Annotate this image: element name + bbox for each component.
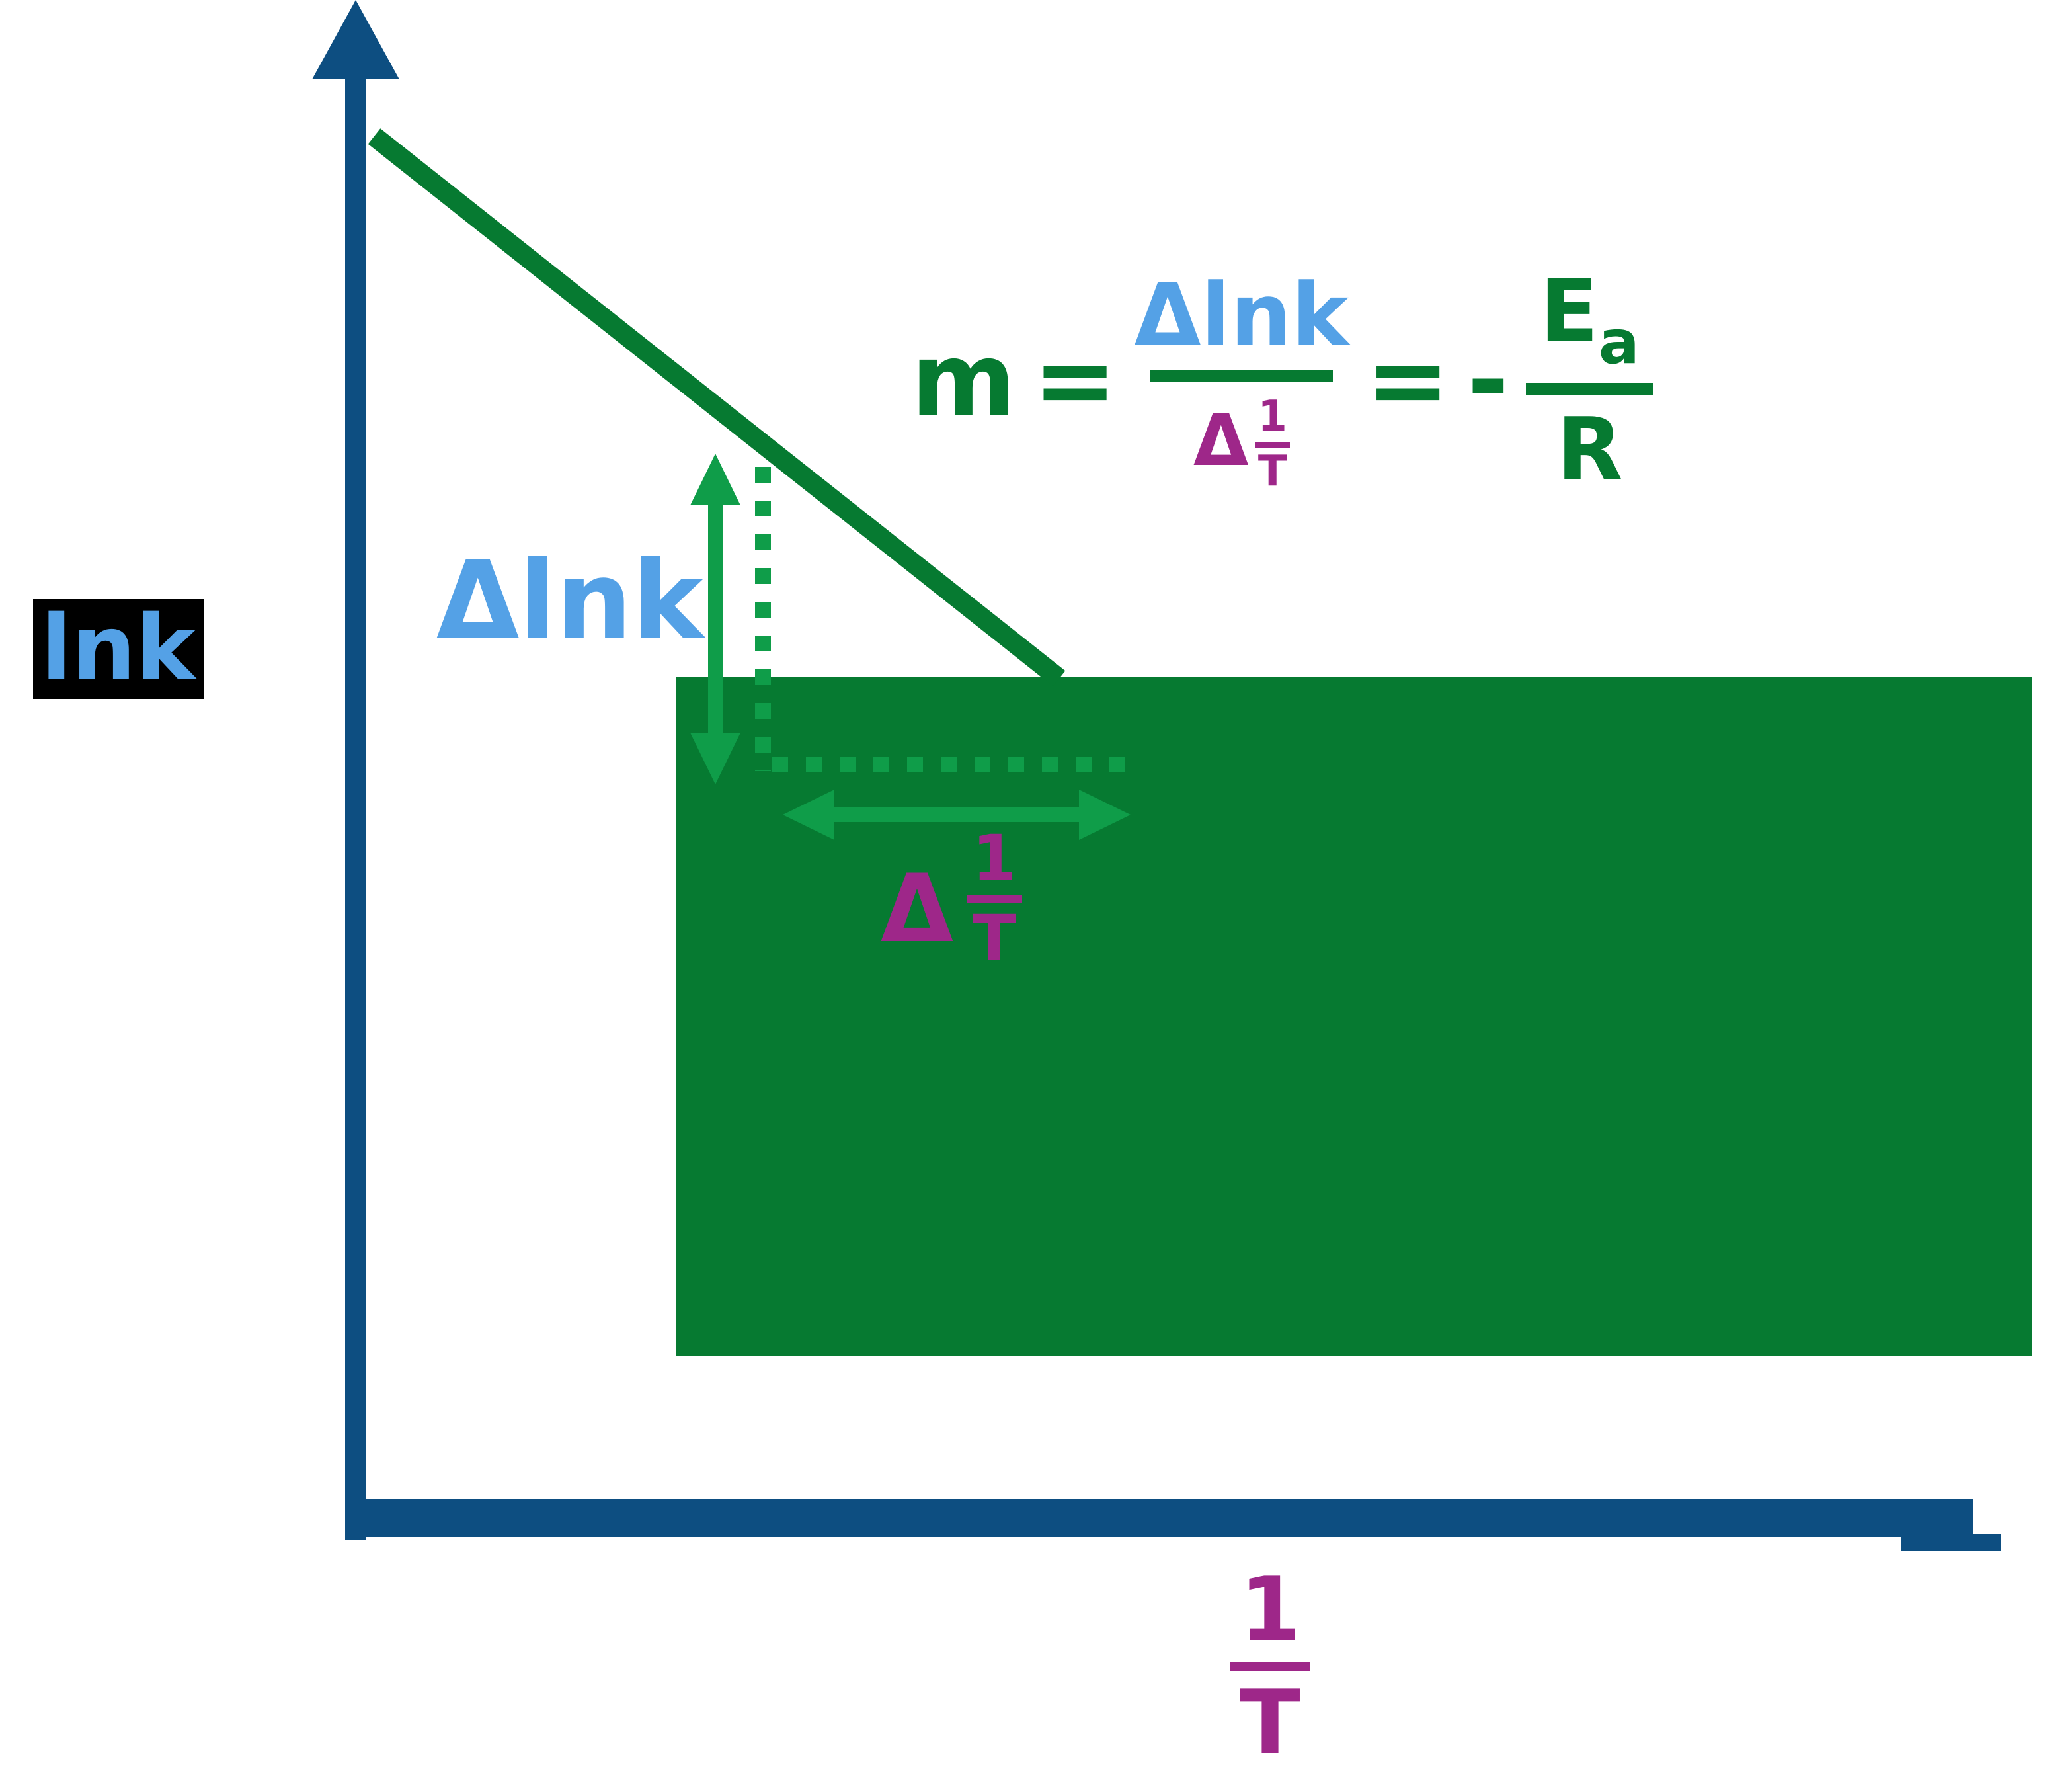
x-axis-line [345, 1499, 1973, 1537]
slope-line [368, 128, 1066, 686]
run-label-fraction: 1 T [966, 821, 1022, 975]
equation-fraction-bar [1150, 370, 1333, 382]
y-axis-label: lnk [33, 599, 204, 699]
equation-fraction-denominator: Δ 1 T [1193, 388, 1290, 493]
rise-label: Δlnk [436, 539, 703, 663]
rise-arrow-head-down-icon [690, 733, 740, 784]
equation-fraction-numerator: Δlnk [1134, 264, 1349, 365]
y-axis-line [345, 73, 366, 1540]
run-label: Δ 1 T [881, 825, 1022, 972]
x-axis-end-step [1901, 1534, 2001, 1551]
equation-ea-subscript: a [1598, 307, 1640, 378]
equation-denominator-tiny-bar [1255, 441, 1290, 448]
run-label-fraction-denominator: T [973, 901, 1016, 975]
x-axis-label-fraction-bar [1230, 1661, 1310, 1671]
equation-ea-fraction-bar [1526, 383, 1654, 395]
equation-minus-sign: - [1467, 321, 1509, 439]
equation-fraction-rise-over-run: Δlnk Δ 1 T [1135, 267, 1349, 494]
run-arrow-head-left-icon [783, 790, 834, 840]
x-axis-label-numerator: 1 [1239, 1558, 1301, 1661]
y-axis-arrowhead [312, 0, 399, 79]
x-axis-label-denominator: T [1240, 1670, 1300, 1773]
equation-equals-2: = [1365, 321, 1451, 439]
run-label-fraction-numerator: 1 [972, 821, 1017, 895]
equation-ea: Ea [1540, 263, 1640, 376]
equation-ea-base: E [1539, 261, 1599, 361]
equation-equals: = [1033, 321, 1117, 439]
green-fill-rectangle [676, 677, 2032, 1356]
x-axis-label: 1 T [1214, 1563, 1326, 1769]
equation-denominator-delta: Δ [1193, 399, 1249, 483]
run-arrow-head-right-icon [1079, 790, 1131, 840]
run-label-fraction-bar [966, 894, 1022, 903]
equation-fraction-ea-over-r: Ea R [1526, 263, 1654, 500]
rise-arrow-head-up-icon [690, 454, 740, 505]
equation-m: m [911, 321, 1016, 439]
equation-denominator-tiny-numerator: 1 [1257, 392, 1287, 442]
slope-equation: m = Δlnk Δ 1 T = - Ea R [911, 263, 1654, 500]
run-label-delta: Δ [881, 854, 953, 964]
equation-denominator-tiny-fraction: 1 T [1255, 395, 1290, 493]
equation-denominator-tiny-denominator: T [1257, 446, 1287, 496]
equation-r: R [1556, 399, 1623, 500]
